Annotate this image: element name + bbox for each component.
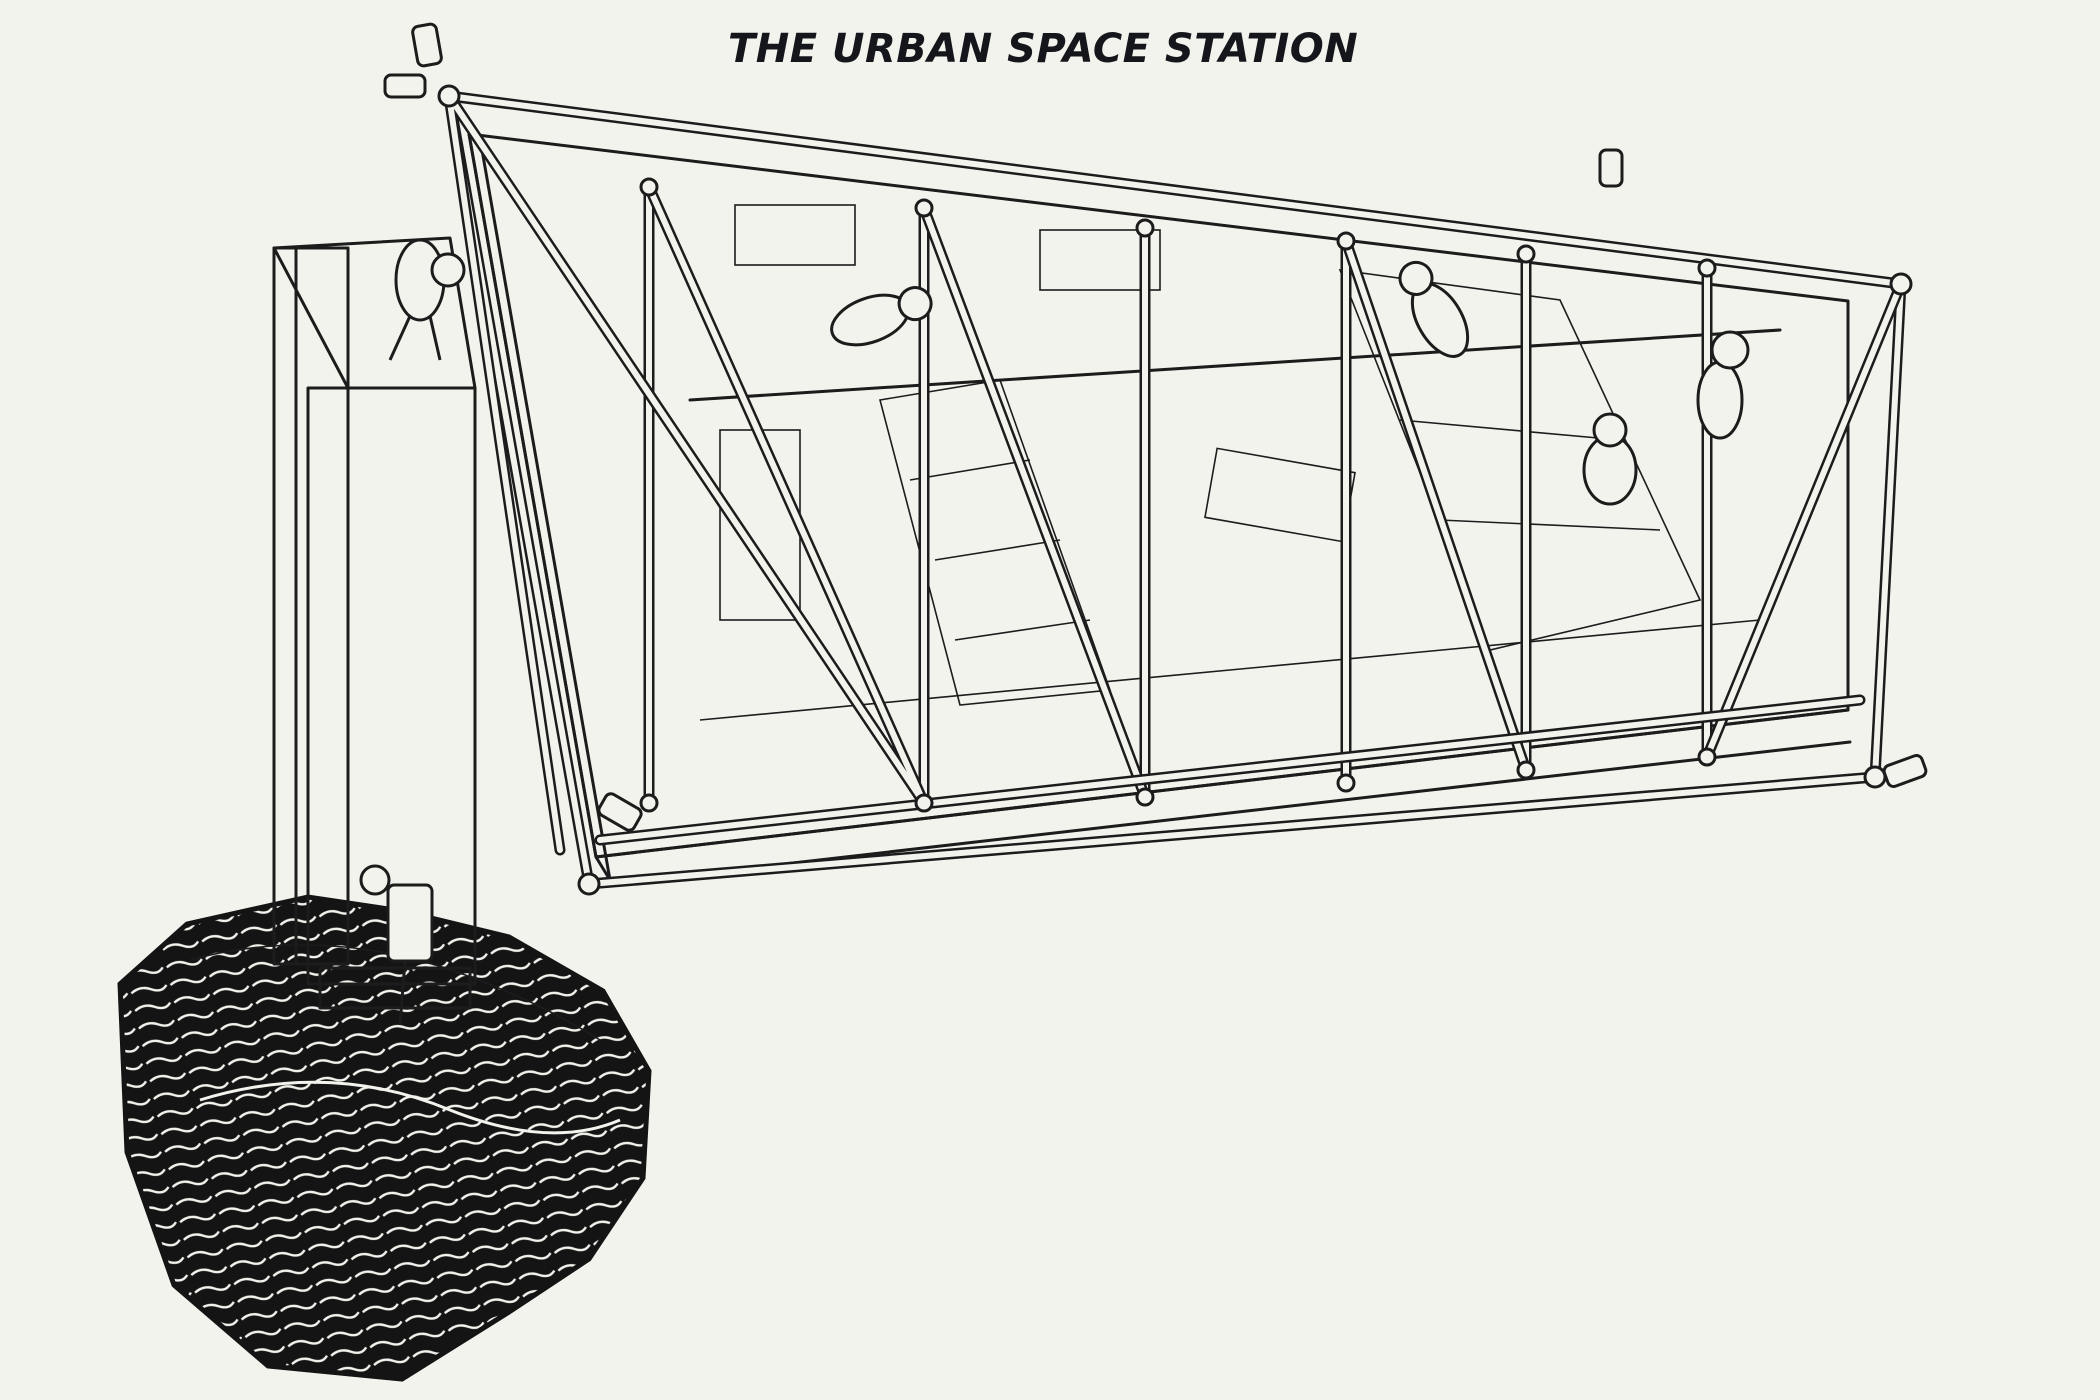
astronaut [1398, 260, 1470, 358]
astronaut [359, 864, 434, 1026]
asteroid [117, 894, 652, 1382]
interior-shelves [719, 204, 1702, 706]
illustration-title: THE URBAN SPACE STATION [728, 26, 1359, 72]
astronaut [830, 286, 933, 347]
astronauts [359, 238, 1750, 1026]
astronaut [1696, 330, 1750, 440]
truss-frame [437, 84, 1913, 896]
astronaut [1582, 412, 1638, 506]
astronaut [388, 238, 466, 361]
staircase-tower [272, 236, 477, 1010]
station-module [383, 22, 1928, 896]
thruster-nodes [383, 22, 1928, 832]
